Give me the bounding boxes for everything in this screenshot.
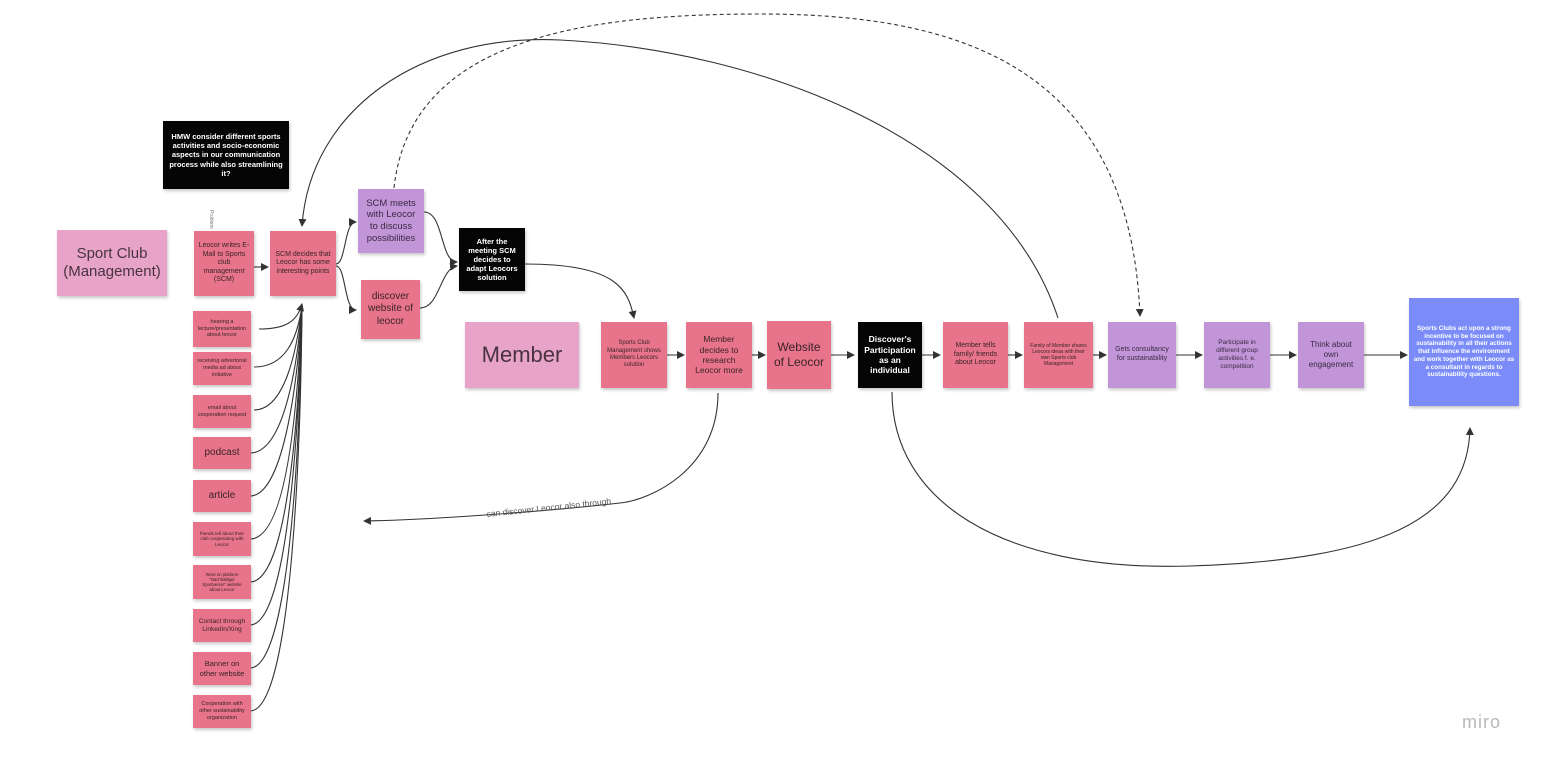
connector-line [249, 305, 303, 712]
scm-meets-note[interactable]: SCM meets with Leocor to discuss possibi… [358, 189, 424, 253]
connector-line [363, 392, 719, 525]
sport-club-management-role[interactable]: Sport Club (Management) [57, 230, 167, 296]
discovers-participation-note[interactable]: Discover's Participation as an individua… [858, 322, 922, 388]
leocor-writes-note[interactable]: Leocor writes E-Mail to Sports club mana… [194, 231, 254, 296]
connector-line [249, 305, 303, 583]
hmw-question-card[interactable]: HMW consider different sports activities… [163, 121, 289, 189]
connector-line [335, 218, 357, 265]
participate-group-text: Participate in different group activitie… [1216, 339, 1258, 370]
connector-line [253, 305, 303, 411]
discover-website-text: discover website of leocor [367, 291, 414, 327]
source-podcast-text: podcast [204, 446, 240, 458]
website-of-leocor-note[interactable]: Website of Leocor [767, 321, 831, 389]
sports-clubs-act-note[interactable]: Sports Clubs act upon a strong incentive… [1409, 298, 1519, 406]
connector-line [249, 305, 303, 540]
family-shares-ideas-note[interactable]: Family of Member shares Leocors ideas wi… [1024, 322, 1093, 388]
connector-line [249, 305, 303, 497]
scm-decides-note[interactable]: SCM decides that Leocor has some interes… [270, 231, 336, 296]
source-email-text: email about cooperation request [197, 404, 247, 418]
think-engagement-text: Think about own engagement [1308, 340, 1354, 369]
member-tells-family-text: Member tells family/ friends about Leoco… [953, 342, 998, 367]
connector-line [249, 305, 303, 626]
source-friends-text: friends tell about their club cooperatin… [200, 530, 244, 547]
scm-shows-members-note[interactable]: Sports Club Management shows Members Leo… [601, 322, 667, 388]
after-meeting-text: After the meeting SCM decides to adapt L… [466, 236, 518, 283]
hmw-question-text: HMW consider different sports activities… [169, 132, 283, 178]
source-advertorial-text: receiving advertorial media ad about ini… [197, 358, 247, 378]
source-hearing-lecture[interactable]: hearing a lecture/presentation about leo… [193, 311, 251, 347]
gets-consultancy-note[interactable]: Gets consultancy for sustainability [1108, 322, 1176, 388]
rotated-problem-label: Problem [208, 210, 214, 229]
source-podcast[interactable]: podcast [193, 437, 251, 469]
connector-line [524, 263, 637, 319]
connector-line [891, 391, 1474, 567]
can-discover-label: can discover Leocor also through [486, 495, 612, 519]
leocor-writes-text: Leocor writes E-Mail to Sports club mana… [198, 242, 250, 284]
source-platform-text: Went on platform "Nachhaltiger Sportvere… [202, 571, 242, 593]
miro-logo: miro [1462, 712, 1501, 732]
think-engagement-note[interactable]: Think about own engagement [1298, 322, 1364, 388]
scm-meets-text: SCM meets with Leocor to discuss possibi… [366, 197, 416, 244]
source-friends-club[interactable]: friends tell about their club cooperatin… [193, 522, 251, 556]
source-article[interactable]: article [193, 480, 251, 512]
connector-line [419, 262, 458, 309]
website-of-leocor-text: Website of Leocor [773, 340, 825, 369]
connector-line [423, 211, 458, 266]
discovers-participation-text: Discover's Participation as an individua… [864, 334, 916, 376]
connector-line [298, 39, 1059, 319]
scm-shows-members-text: Sports Club Management shows Members Leo… [607, 340, 661, 369]
discover-website-note[interactable]: discover website of leocor [361, 280, 420, 339]
member-research-text: Member decides to research Leocor more [695, 334, 743, 376]
member-tells-family-note[interactable]: Member tells family/ friends about Leoco… [943, 322, 1008, 388]
source-linkedin-text: Contact through LinkedIn/Xing [198, 617, 246, 633]
source-banner[interactable]: Banner on other website [193, 652, 251, 685]
source-cooperation-org[interactable]: Cooperation with other sustainability or… [193, 695, 251, 728]
after-meeting-note[interactable]: After the meeting SCM decides to adapt L… [459, 228, 525, 291]
connector-line [335, 265, 357, 314]
connector-line [253, 305, 303, 368]
scm-decides-text: SCM decides that Leocor has some interes… [275, 250, 331, 275]
source-banner-text: Banner on other website [199, 659, 245, 678]
connector-line [249, 305, 303, 669]
source-hearing-text: hearing a lecture/presentation about leo… [197, 318, 247, 339]
source-linkedin-xing[interactable]: Contact through LinkedIn/Xing [193, 609, 251, 642]
gets-consultancy-text: Gets consultancy for sustainability [1115, 346, 1169, 362]
family-shares-ideas-text: Family of Member shares Leocors ideas wi… [1030, 342, 1087, 368]
member-research-note[interactable]: Member decides to research Leocor more [686, 322, 752, 388]
source-email-cooperation[interactable]: email about cooperation request [193, 395, 251, 428]
source-article-text: article [208, 489, 236, 501]
source-advertorial-media[interactable]: receiving advertorial media ad about ini… [193, 352, 251, 385]
source-cooperation-text: Cooperation with other sustainability or… [199, 701, 245, 721]
sport-club-management-label: Sport Club (Management) [63, 244, 161, 280]
connector-line [258, 303, 304, 330]
connector-line [249, 305, 303, 454]
sports-clubs-act-text: Sports Clubs act upon a strong incentive… [1413, 325, 1515, 379]
source-platform-website[interactable]: Went on platform "Nachhaltiger Sportvere… [193, 565, 251, 599]
participate-group-note[interactable]: Participate in different group activitie… [1204, 322, 1270, 388]
member-role[interactable]: Member [465, 322, 579, 388]
member-role-label: Member [481, 341, 563, 367]
